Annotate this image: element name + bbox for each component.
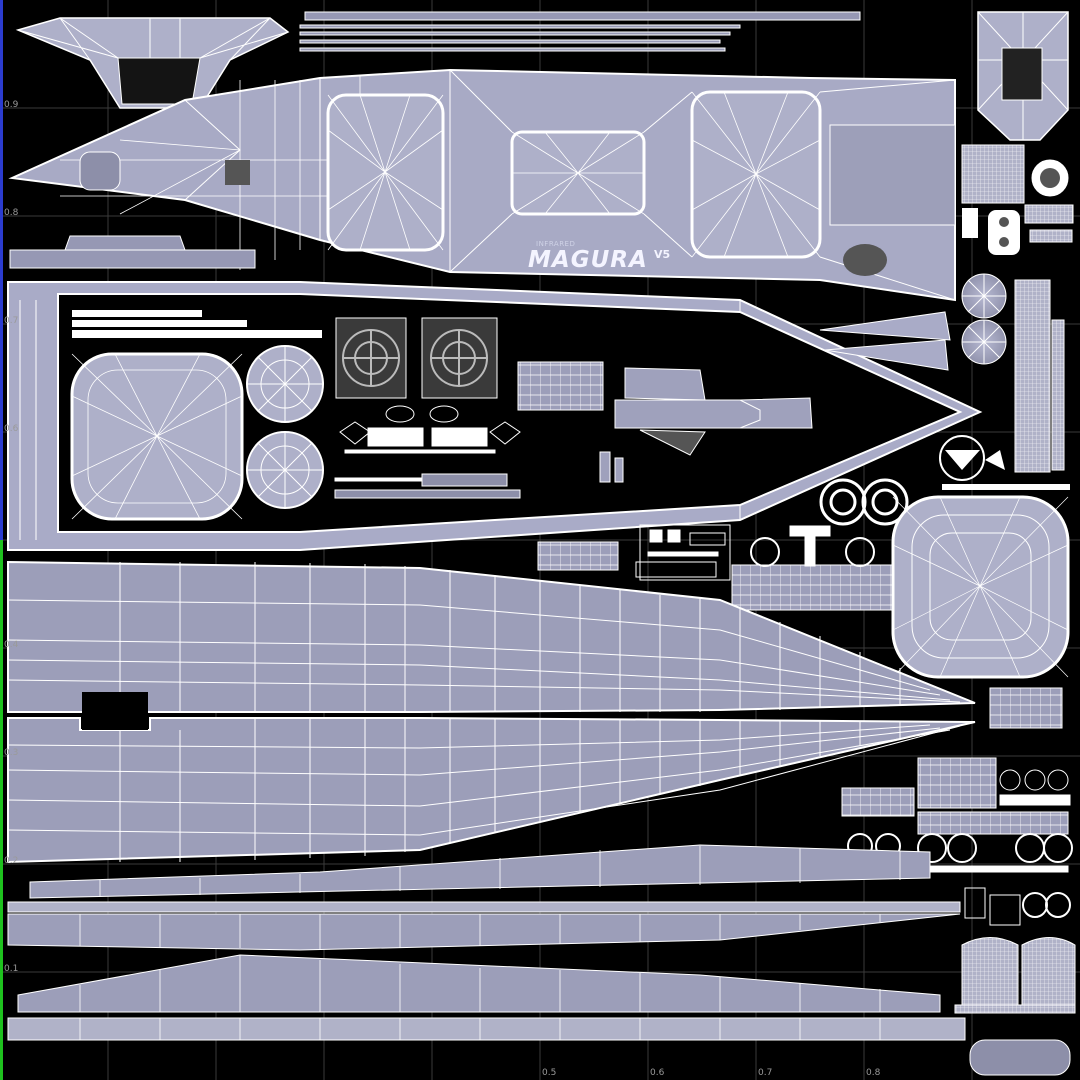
uv-island-main-deck[interactable]	[8, 68, 956, 302]
hull-fan-2	[421, 317, 498, 399]
hull-window-large	[70, 352, 244, 521]
hull-jet-part	[614, 367, 813, 456]
v-axis-label: 0.9	[4, 100, 19, 110]
deck-window-3	[690, 90, 822, 259]
hull-fan-1	[335, 317, 407, 399]
v-axis-label: 0.6	[4, 424, 19, 434]
hull-wheel-2	[246, 431, 324, 509]
uv-island-side-hull-1[interactable]	[7, 560, 976, 713]
uv-island-side-hull-2[interactable]	[7, 692, 976, 864]
v-axis-label: 0.3	[4, 748, 19, 758]
uv-island-right-mid[interactable]	[841, 687, 1073, 873]
v-axis-strip-green	[0, 540, 3, 1080]
hull-small-widgets	[334, 405, 624, 499]
hull-wheel-1	[246, 345, 324, 423]
v-axis-label: 0.4	[4, 640, 19, 650]
v-axis-label: 0.1	[4, 964, 19, 974]
label-strips	[72, 310, 322, 338]
uv-island-mid-parts[interactable]	[537, 524, 893, 611]
u-axis-label: 0.8	[866, 1068, 881, 1078]
u-axis-label: 0.5	[542, 1068, 557, 1078]
uv-island-hull-interior[interactable]	[7, 281, 983, 551]
uv-island-cockpit[interactable]	[15, 17, 290, 109]
uv-island-canopy[interactable]	[891, 495, 1070, 679]
deck-window-2	[510, 130, 646, 216]
uv-island-bottom-right[interactable]	[954, 887, 1076, 1076]
uv-island-top-strips[interactable]	[299, 11, 861, 52]
v-axis-label: 0.2	[4, 856, 19, 866]
uv-island-left-bars[interactable]	[9, 235, 256, 269]
uv-island-right-column[interactable]	[939, 11, 1074, 490]
uv-island-fin[interactable]	[819, 311, 951, 371]
u-axis-label: 0.7	[758, 1068, 773, 1078]
deck-window-1	[326, 93, 445, 252]
u-axis-label: 0.6	[650, 1068, 665, 1078]
brand-title: MAGURA	[528, 247, 648, 273]
v-axis-label: 0.7	[4, 316, 19, 326]
uv-island-long-strips[interactable]	[7, 844, 966, 1041]
v-axis-strip-blue	[0, 0, 3, 540]
brand-subtitle: INFRARED	[536, 240, 576, 248]
uv-island-rings[interactable]	[819, 478, 909, 526]
brand-version: V5	[654, 248, 671, 261]
v-axis-label: 0.8	[4, 208, 19, 218]
